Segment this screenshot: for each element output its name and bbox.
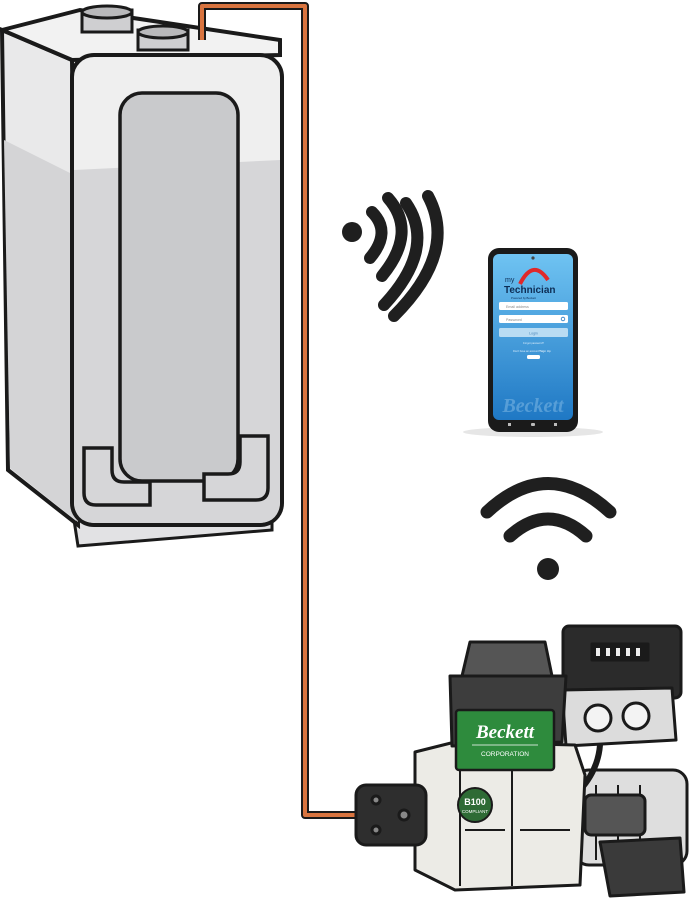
beckett-label — [454, 708, 556, 772]
smartphone: my Technician Powered by Beckett Email a… — [463, 248, 603, 437]
app-name-line1: my — [505, 277, 515, 284]
forgot-password-link[interactable]: Forgot password? — [523, 341, 544, 345]
oil-line — [200, 4, 360, 817]
tank-handle-right — [202, 434, 270, 502]
nav-recent-icon[interactable] — [554, 423, 557, 426]
beckett-subtitle: CORPORATION — [481, 751, 529, 758]
app-logo-icon — [518, 268, 550, 285]
burner-junction-plate — [560, 686, 678, 748]
burner-pump — [354, 783, 428, 847]
oil-burner: Beckett CORPORATION B100 COMPLIANT — [354, 624, 689, 898]
signup-link[interactable]: Sign Up — [540, 349, 551, 353]
email-field[interactable] — [499, 302, 568, 310]
signup-button[interactable] — [527, 355, 540, 359]
password-placeholder: Password — [506, 318, 522, 322]
burner-foot — [598, 836, 686, 898]
badge-line1: B100 — [464, 797, 486, 807]
oil-tank — [0, 4, 284, 548]
password-field[interactable] — [499, 315, 568, 323]
burner-knockout — [621, 701, 651, 731]
tank-side-fill — [4, 140, 78, 522]
email-placeholder: Email address — [506, 305, 529, 309]
wireless-signal-icon — [342, 190, 444, 322]
burner-motor — [583, 793, 647, 837]
show-password-icon[interactable] — [560, 316, 566, 322]
login-button[interactable] — [499, 328, 568, 337]
tank-cap — [136, 24, 190, 52]
tank-window — [118, 91, 240, 483]
beckett-brand: Beckett — [475, 722, 535, 743]
tank-handle-left — [82, 446, 152, 507]
tank-cap — [80, 4, 134, 34]
burner-cap — [460, 640, 554, 678]
badge-line2: COMPLIANT — [462, 809, 489, 814]
app-watermark: Beckett — [501, 395, 565, 417]
burner-knockout — [583, 703, 613, 733]
app-name-line2: Technician — [504, 285, 556, 296]
nav-back-icon[interactable] — [508, 423, 511, 426]
app-tagline: Powered by Beckett — [511, 296, 536, 300]
signup-prompt: Don't have an account? — [513, 349, 541, 353]
wifi-icon — [480, 477, 617, 580]
login-label: Login — [529, 332, 538, 336]
b100-badge — [457, 787, 493, 823]
nav-home-icon[interactable] — [531, 423, 535, 426]
